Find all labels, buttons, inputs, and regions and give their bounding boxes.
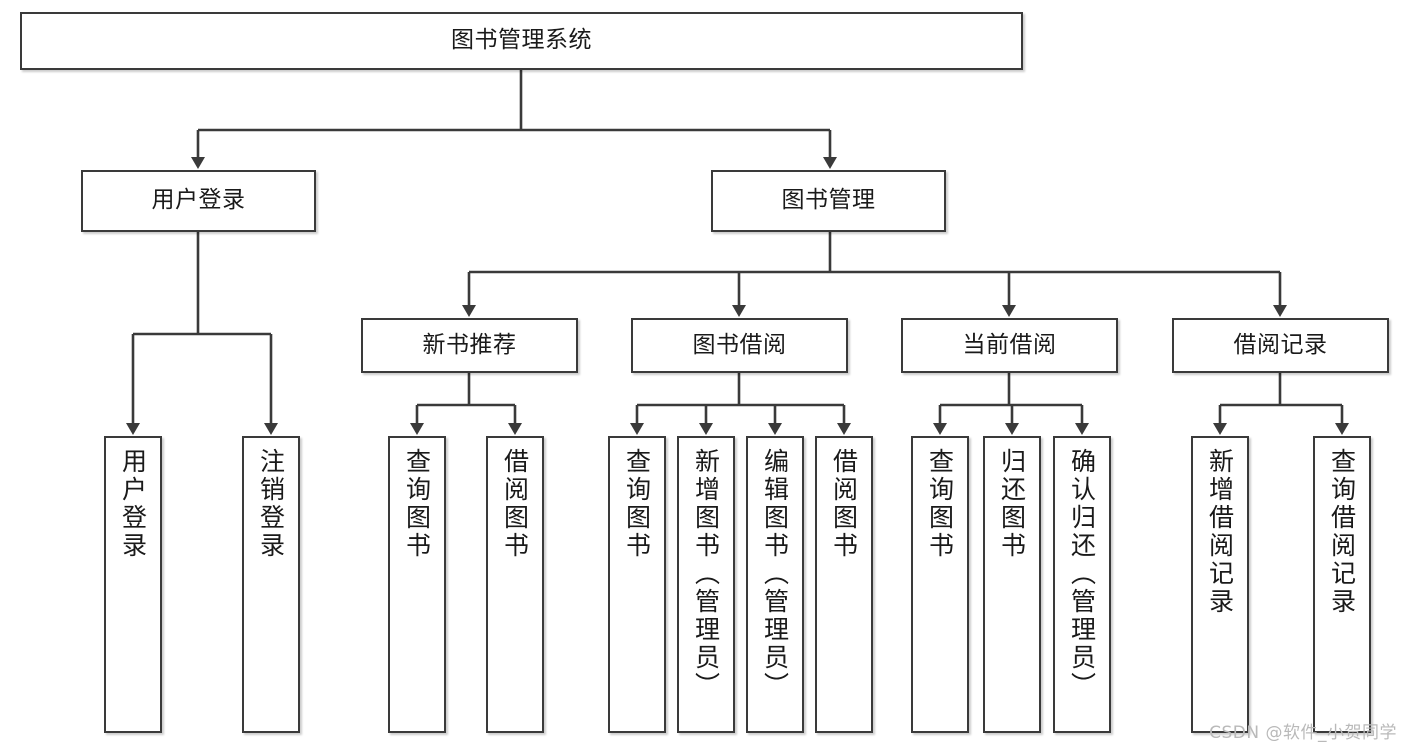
node-leaf-borrow-book-1-label: 借阅图书 [500, 448, 530, 560]
node-borrow-record[interactable]: 借阅记录 [1172, 318, 1389, 373]
node-root[interactable]: 图书管理系统 [20, 12, 1023, 70]
node-leaf-query-record[interactable]: 查询借阅记录 [1313, 436, 1371, 733]
node-leaf-add-book[interactable]: 新增图书（管理员） [677, 436, 735, 733]
node-borrow-record-label: 借阅记录 [1233, 331, 1328, 358]
node-current-borrow-label: 当前借阅 [962, 331, 1057, 358]
node-root-label: 图书管理系统 [451, 27, 592, 54]
node-leaf-return-book-label: 归还图书 [997, 448, 1027, 560]
node-leaf-query-book-2-label: 查询图书 [622, 448, 652, 560]
node-leaf-return-book[interactable]: 归还图书 [983, 436, 1041, 733]
node-leaf-query-record-label: 查询借阅记录 [1327, 448, 1357, 616]
node-leaf-query-book-1-label: 查询图书 [402, 448, 432, 560]
node-leaf-borrow-book-2[interactable]: 借阅图书 [815, 436, 873, 733]
node-new-book-recommend-label: 新书推荐 [422, 331, 517, 358]
node-book-manage-label: 图书管理 [781, 187, 876, 214]
node-leaf-add-book-label: 新增图书（管理员） [691, 448, 721, 700]
node-leaf-user-logout[interactable]: 注销登录 [242, 436, 300, 733]
node-new-book-recommend[interactable]: 新书推荐 [361, 318, 578, 373]
node-leaf-user-logout-label: 注销登录 [256, 448, 286, 560]
node-leaf-confirm-return[interactable]: 确认归还（管理员） [1053, 436, 1111, 733]
node-leaf-query-book-3-label: 查询图书 [925, 448, 955, 560]
node-leaf-edit-book-label: 编辑图书（管理员） [760, 448, 790, 700]
node-book-manage[interactable]: 图书管理 [711, 170, 946, 232]
node-book-borrow-label: 图书借阅 [692, 331, 787, 358]
node-leaf-query-book-1[interactable]: 查询图书 [388, 436, 446, 733]
node-leaf-add-record[interactable]: 新增借阅记录 [1191, 436, 1249, 733]
node-leaf-borrow-book-1[interactable]: 借阅图书 [486, 436, 544, 733]
node-leaf-borrow-book-2-label: 借阅图书 [829, 448, 859, 560]
node-user-login-label: 用户登录 [151, 187, 246, 214]
node-leaf-user-login-label: 用户登录 [118, 448, 148, 560]
node-current-borrow[interactable]: 当前借阅 [901, 318, 1118, 373]
node-leaf-query-book-3[interactable]: 查询图书 [911, 436, 969, 733]
node-leaf-confirm-return-label: 确认归还（管理员） [1067, 448, 1097, 700]
node-leaf-user-login[interactable]: 用户登录 [104, 436, 162, 733]
node-leaf-query-book-2[interactable]: 查询图书 [608, 436, 666, 733]
node-leaf-add-record-label: 新增借阅记录 [1205, 448, 1235, 616]
node-user-login[interactable]: 用户登录 [81, 170, 316, 232]
node-book-borrow[interactable]: 图书借阅 [631, 318, 848, 373]
node-leaf-edit-book[interactable]: 编辑图书（管理员） [746, 436, 804, 733]
